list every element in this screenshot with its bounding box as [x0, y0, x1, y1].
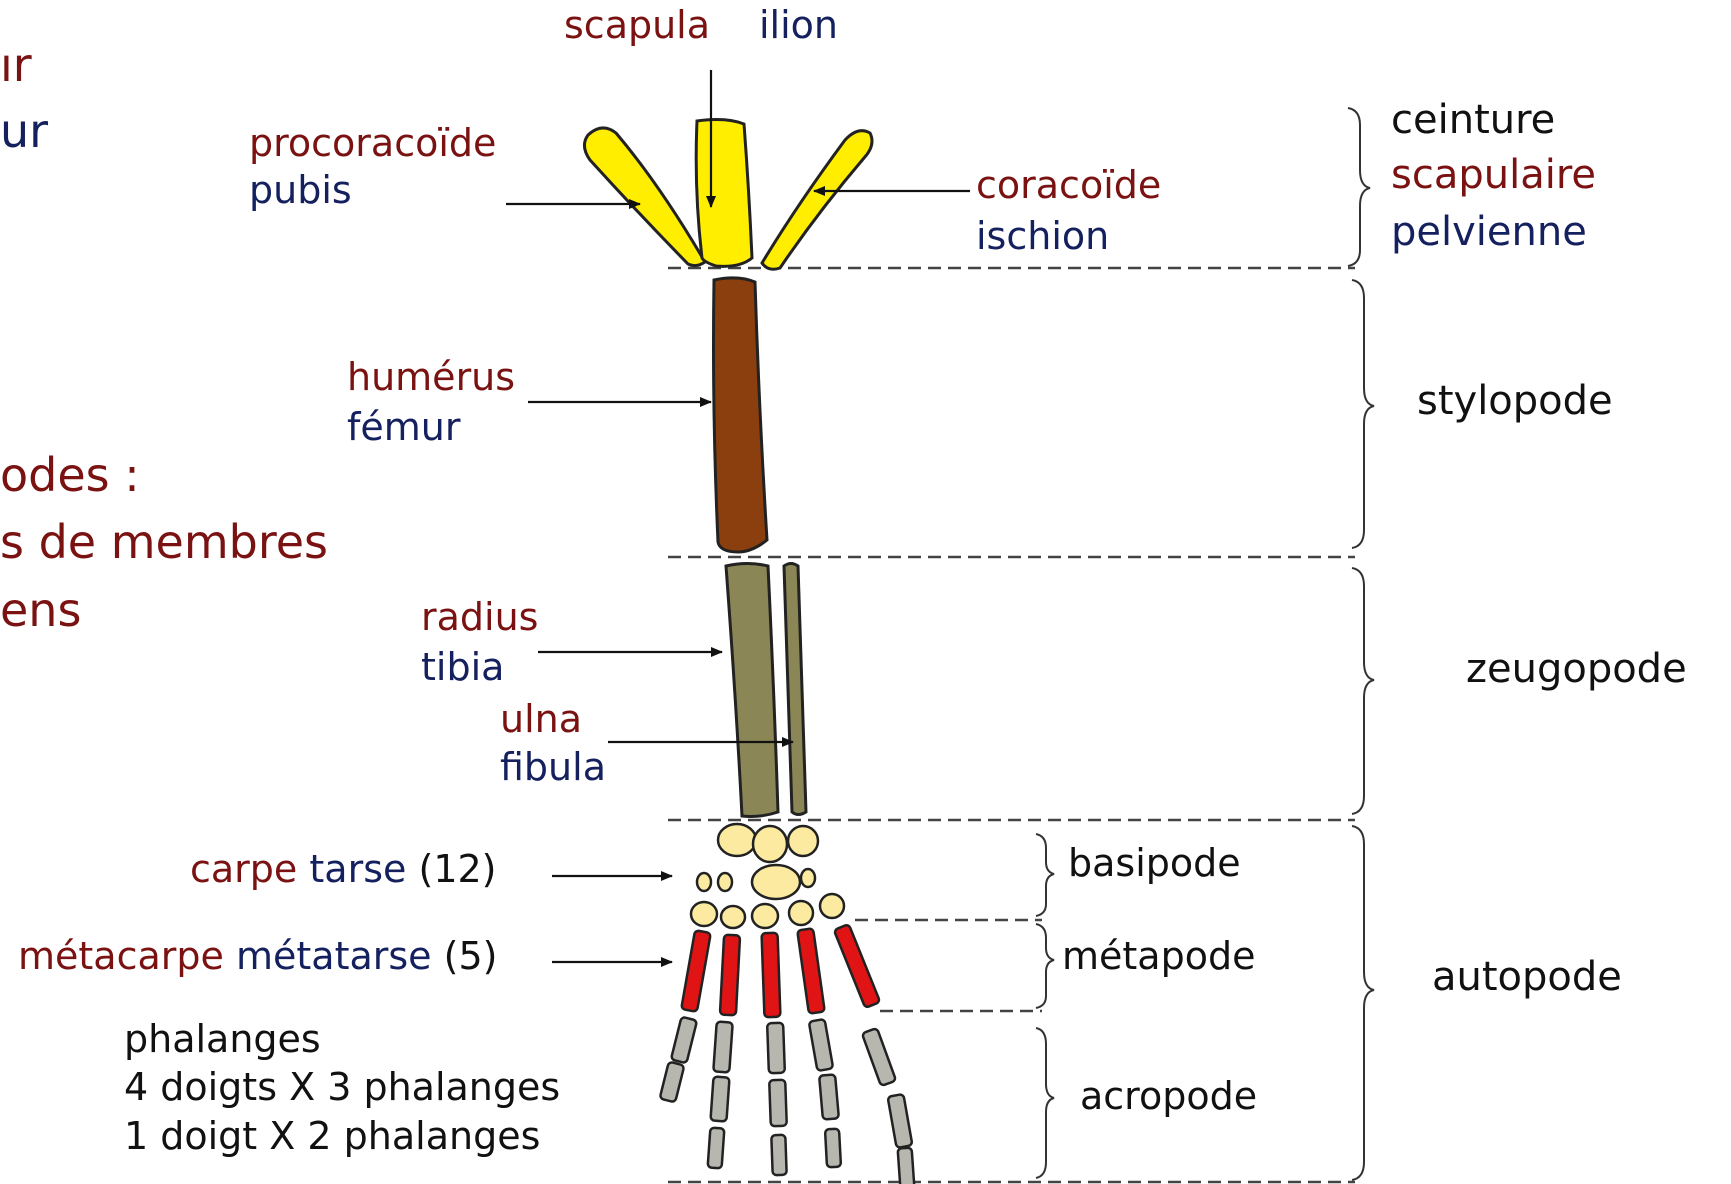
procoracoid-bone: [584, 128, 705, 266]
label-ulna: ulna: [500, 700, 582, 738]
region-pelvienne: pelvienne: [1391, 212, 1587, 252]
phalanx-bones: [660, 1017, 915, 1184]
label-metacarpe-count: (5): [444, 934, 498, 978]
region-scapulaire: scapulaire: [1391, 155, 1596, 195]
label-carpe-tarse: carpe tarse (12): [190, 850, 497, 888]
label-carpe-count: (12): [419, 847, 497, 891]
label-coracoide: coracoïde: [976, 166, 1161, 204]
label-ischion: ischion: [976, 217, 1109, 255]
label-femur: fémur: [347, 408, 460, 446]
ulna-bone: [784, 564, 806, 815]
braces: [1036, 108, 1374, 1180]
region-autopode: autopode: [1432, 957, 1622, 997]
region-basipode: basipode: [1068, 844, 1241, 882]
girdle-bones: [584, 120, 872, 270]
brace-zeugopode: [1352, 568, 1374, 814]
label-phalanges-title: phalanges: [124, 1020, 321, 1058]
label-phalanges-line2: 1 doigt X 2 phalanges: [124, 1117, 540, 1155]
brace-ceinture: [1348, 108, 1370, 266]
region-acropode: acropode: [1080, 1077, 1257, 1115]
label-procoracoide: procoracoïde: [249, 124, 496, 162]
label-radius: radius: [421, 598, 538, 636]
region-metapode: métapode: [1062, 937, 1255, 975]
partial-text-line2: ur: [0, 108, 48, 154]
region-stylopode: stylopode: [1417, 381, 1613, 421]
partial-text-line4: s de membres: [0, 519, 328, 565]
label-pubis: pubis: [249, 171, 352, 209]
scapula-bone: [696, 120, 752, 267]
label-fibula: fibula: [500, 748, 606, 786]
brace-basipode: [1036, 834, 1054, 916]
label-scapula: scapula: [564, 6, 710, 44]
coracoid-bone: [762, 131, 872, 270]
radius-bone: [726, 564, 778, 817]
carpal-bones: [691, 824, 844, 928]
brace-stylopode: [1352, 280, 1374, 548]
label-tarse: tarse: [309, 847, 406, 891]
label-carpe: carpe: [190, 847, 297, 891]
label-tibia: tibia: [421, 648, 504, 686]
brace-autopode: [1352, 826, 1374, 1180]
label-metacarpe: métacarpe: [18, 934, 224, 978]
partial-text-line3: odes :: [0, 452, 140, 498]
region-ceinture: ceinture: [1391, 100, 1555, 140]
zeugopod-bones: [726, 564, 806, 817]
label-humerus: humérus: [347, 358, 515, 396]
brace-acropode: [1036, 1028, 1054, 1178]
partial-text-line1: ır: [0, 42, 32, 88]
label-ilion: ilion: [759, 6, 838, 44]
label-metatarse: métatarse: [236, 934, 432, 978]
label-phalanges-line1: 4 doigts X 3 phalanges: [124, 1068, 560, 1106]
brace-metapode: [1036, 924, 1054, 1008]
partial-text-line5: ens: [0, 587, 81, 633]
humerus-bone: [714, 278, 768, 552]
label-metacarpe-metatarse: métacarpe métatarse (5): [18, 937, 497, 975]
region-zeugopode: zeugopode: [1466, 649, 1687, 689]
metacarpal-bones: [681, 924, 880, 1017]
